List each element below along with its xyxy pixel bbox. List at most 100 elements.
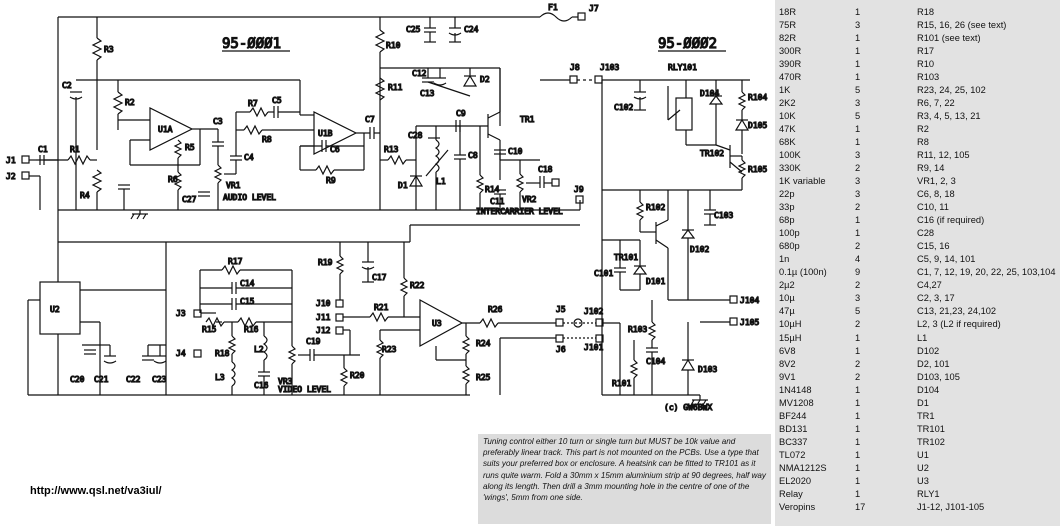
part-refs: U3 xyxy=(917,475,929,486)
l2-label: L2 xyxy=(254,345,264,354)
r18-label: R18 xyxy=(215,349,230,358)
pin-j103: J103 xyxy=(600,63,619,72)
c16-label: C16 xyxy=(254,381,269,390)
copyright-text: (c) GW6BWX xyxy=(664,403,712,412)
part-refs: C13, 21,23, 24,102 xyxy=(917,306,997,317)
part-refs: R3, 4, 5, 13, 21 xyxy=(917,111,981,122)
part-refs: R101 (see text) xyxy=(917,33,981,44)
part-refs: R9, 14 xyxy=(917,163,945,174)
pin-j11: J11 xyxy=(316,313,331,322)
tr102-label: TR102 xyxy=(700,149,724,158)
r11-label: R11 xyxy=(388,83,403,92)
part-qty: 1 xyxy=(855,46,861,57)
part-value: 0.1µ (100n) xyxy=(779,267,827,278)
c14-label: C14 xyxy=(240,279,255,288)
part-value: 18R xyxy=(779,7,797,17)
r4-label: R4 xyxy=(80,191,90,200)
part-qty: 5 xyxy=(855,111,861,122)
pin-j105: J105 xyxy=(740,318,759,327)
c23-label: C23 xyxy=(152,375,167,384)
part-refs: R11, 12, 105 xyxy=(917,150,970,161)
pin-j9: J9 xyxy=(574,185,584,194)
part-value: MV1208 xyxy=(779,397,814,408)
part-qty: 1 xyxy=(855,228,861,239)
r7-label: R7 xyxy=(248,99,258,108)
r104-label: R104 xyxy=(748,93,767,102)
part-qty: 1 xyxy=(855,449,861,460)
c17-label: C17 xyxy=(372,273,387,282)
pin-j4: J4 xyxy=(176,349,186,358)
part-refs: C1, 7, 12, 19, 20, 22, 25, 103,104 xyxy=(917,267,1056,278)
c103-label: C103 xyxy=(714,211,733,220)
vr2-label: VR2 xyxy=(522,195,537,204)
part-refs: R23, 24, 25, 102 xyxy=(917,85,986,96)
part-value: EL2020 xyxy=(779,475,812,486)
d101-label: D101 xyxy=(646,277,665,286)
part-qty: 2 xyxy=(855,202,861,213)
part-value: 6V8 xyxy=(779,345,796,356)
part-refs: D103, 105 xyxy=(917,371,960,382)
u1b-label: U1B xyxy=(318,129,333,138)
part-qty: 1 xyxy=(855,475,861,486)
part-refs: R6, 7, 22 xyxy=(917,98,955,109)
part-qty: 1 xyxy=(855,7,861,17)
c9-label: C9 xyxy=(456,109,466,118)
part-qty: 2 xyxy=(855,163,861,174)
part-value: 10K xyxy=(779,111,796,122)
part-refs: D102 xyxy=(917,345,940,356)
c27-label: C27 xyxy=(182,195,197,204)
c2-label: C2 xyxy=(62,81,72,90)
source-url[interactable]: http://www.qsl.net/va3iul/ xyxy=(30,485,162,497)
part-refs: R8 xyxy=(917,137,929,148)
part-refs: U2 xyxy=(917,462,929,473)
l1-label: L1 xyxy=(436,177,446,186)
vr1-text: AUDIO LEVEL xyxy=(223,193,276,202)
part-value: 10µH xyxy=(779,319,802,330)
part-value: 75R xyxy=(779,20,797,31)
vr2-text: INTERCARRIER LEVEL xyxy=(476,207,563,216)
c19-label: C19 xyxy=(306,337,321,346)
part-qty: 1 xyxy=(855,488,861,499)
part-qty: 1 xyxy=(855,332,861,343)
part-qty: 1 xyxy=(855,124,861,135)
part-refs: U1 xyxy=(917,449,929,460)
r25-label: R25 xyxy=(476,373,491,382)
part-refs: C2, 3, 17 xyxy=(917,293,955,304)
pin-j12: J12 xyxy=(316,326,331,335)
r22-label: R22 xyxy=(410,281,425,290)
part-value: Veropins xyxy=(779,501,816,512)
r17-label: R17 xyxy=(228,257,243,266)
part-value: 1n xyxy=(779,254,790,265)
r8-label: R8 xyxy=(262,135,272,144)
pin-j101: J101 xyxy=(584,343,603,352)
part-value: 1N4148 xyxy=(779,384,812,395)
r105-label: R105 xyxy=(748,165,767,174)
part-value: 470R xyxy=(779,72,802,83)
pin-j7: J7 xyxy=(589,4,599,13)
r6-label: R6 xyxy=(168,175,178,184)
part-refs: R10 xyxy=(917,59,935,70)
part-refs: R2 xyxy=(917,124,929,135)
c6-label: C6 xyxy=(330,145,340,154)
part-value: 100p xyxy=(779,228,800,239)
c10-label: C10 xyxy=(508,147,523,156)
